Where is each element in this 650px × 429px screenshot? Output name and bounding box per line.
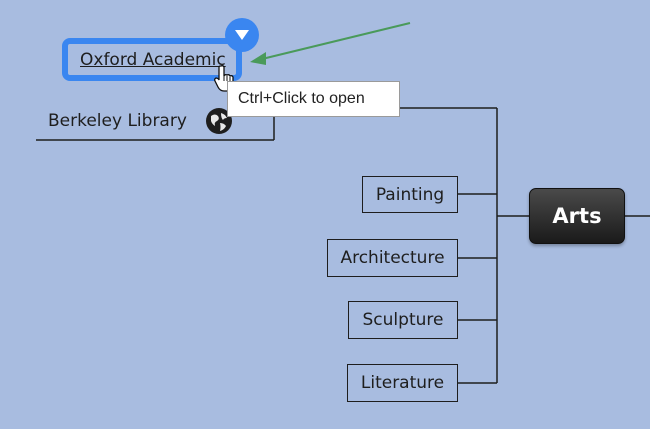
topic-sculpture-label: Sculpture: [362, 310, 444, 330]
topic-literature[interactable]: Literature: [347, 364, 458, 402]
central-topic-label: Arts: [552, 204, 602, 228]
topic-oxford-academic[interactable]: Oxford Academic: [62, 38, 242, 81]
topic-architecture-label: Architecture: [340, 248, 445, 268]
topic-berkeley-label: Berkeley Library: [48, 111, 187, 131]
topic-painting[interactable]: Painting: [362, 176, 458, 213]
hyperlink-oxford-academic[interactable]: Oxford Academic: [80, 49, 226, 70]
topic-sculpture[interactable]: Sculpture: [348, 301, 458, 339]
topic-berkeley-library[interactable]: Berkeley Library: [48, 111, 187, 131]
tooltip: Ctrl+Click to open: [227, 81, 400, 117]
central-topic-arts[interactable]: Arts: [529, 188, 625, 244]
globe-icon[interactable]: [205, 107, 233, 139]
chevron-down-icon[interactable]: [225, 18, 259, 52]
topic-painting-label: Painting: [375, 184, 445, 205]
topic-literature-label: Literature: [360, 373, 445, 393]
tooltip-text: Ctrl+Click to open: [238, 90, 365, 107]
topic-architecture[interactable]: Architecture: [327, 239, 458, 277]
